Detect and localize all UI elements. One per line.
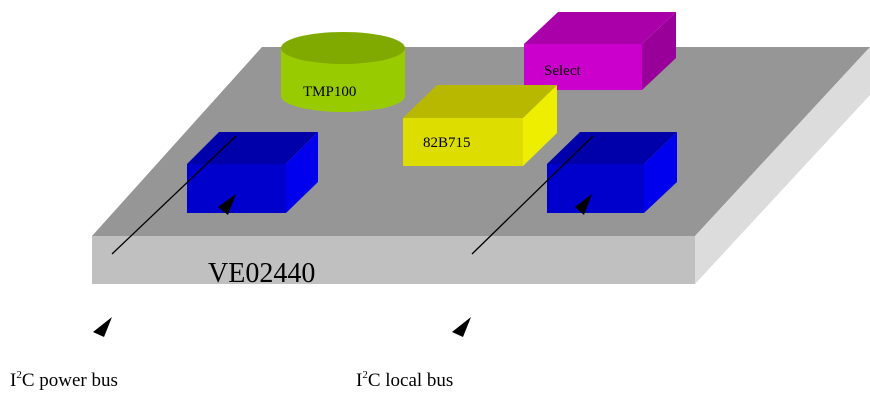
local-bus-arrow [471,135,594,255]
board-label: VE02440 [208,258,315,289]
power-bus-arrowhead [93,317,112,337]
tmp100-label: TMP100 [303,84,356,100]
power-bus-label: I2C power bus [10,369,118,392]
power-bus-arrow [111,135,237,255]
select-component: Select [524,12,676,90]
select-label: Select [544,63,581,79]
tmp100-component: TMP100 [281,32,405,112]
board-front-face [92,236,695,284]
local-bus-label: I2C local bus [356,369,454,392]
chip-82b715-component: 82B715 [403,85,557,166]
blue-box-left [187,132,318,213]
board-right-side [695,47,870,284]
chip-82b715-label: 82B715 [423,135,471,151]
local-bus-arrowhead [452,317,471,337]
blue-box-right [547,132,677,213]
